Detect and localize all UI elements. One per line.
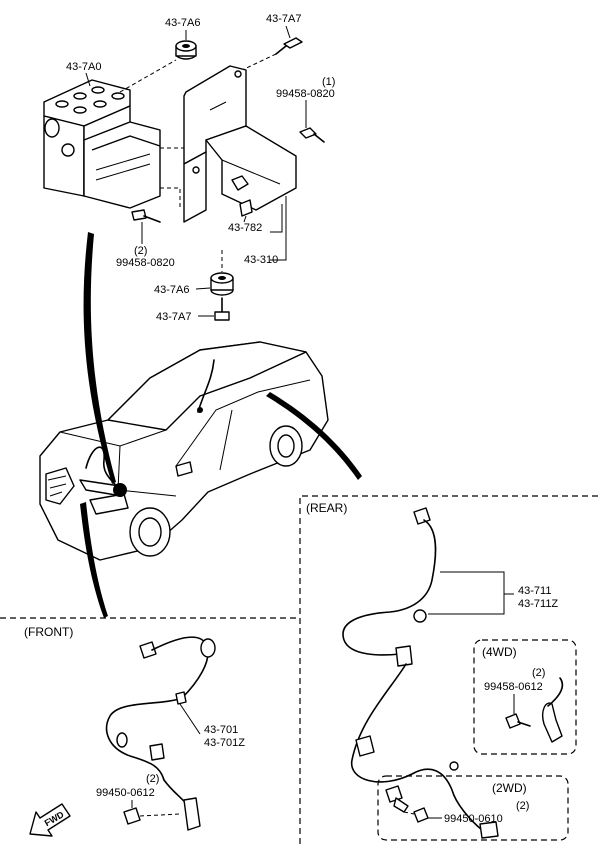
front-bolt — [123, 807, 181, 825]
bolt-2wd — [385, 785, 429, 823]
label-2wd-title: (2WD) — [492, 781, 527, 795]
box-4wd — [473, 639, 577, 755]
callout-sweep-front — [80, 502, 108, 618]
box-2wd — [377, 775, 569, 841]
section-title-front: (FRONT) — [24, 625, 73, 639]
bolt-right — [299, 127, 325, 143]
label-a7-top: 43-7A7 — [266, 13, 301, 25]
front-abs-sensor — [105, 636, 216, 831]
bolt-left — [131, 209, 161, 223]
rear-abs-sensor — [342, 507, 499, 839]
label-bracket: 43-310 — [244, 254, 278, 266]
callout-sweep-top — [83, 232, 116, 484]
label-2wd-bolt-qty: (2) — [516, 800, 529, 812]
grommet-top — [175, 40, 197, 60]
label-bolt-left: 99458-0820 — [116, 257, 175, 269]
rear-section-frame — [299, 495, 602, 844]
label-rear-sensor-b: 43-711Z — [518, 598, 558, 610]
abs-hydraulic-unit — [43, 79, 161, 209]
bolt-top — [275, 37, 303, 55]
label-a7-mid: 43-7A7 — [156, 311, 191, 323]
label-bolt-left-qty: (2) — [134, 245, 147, 257]
label-clip: 43-782 — [228, 222, 262, 234]
bolt-4wd — [505, 677, 564, 743]
forward-direction-arrow: FWD — [29, 803, 71, 837]
bracket — [183, 65, 297, 223]
label-2wd-bolt: 99450-0610 — [444, 813, 503, 825]
label-front-bolt-qty: (2) — [146, 773, 159, 785]
callout-sweep-rear — [266, 392, 362, 480]
label-4wd-title: (4WD) — [482, 645, 517, 659]
bolt-mid — [214, 297, 230, 321]
label-front-sensor-a: 43-701 — [204, 724, 238, 736]
section-title-rear: (REAR) — [306, 501, 347, 515]
label-front-sensor-b: 43-701Z — [204, 737, 245, 749]
label-rear-sensor-a: 43-711 — [518, 585, 551, 597]
label-bolt-top: 99458-0820 — [276, 88, 335, 100]
label-a6-top: 43-7A6 — [165, 17, 200, 29]
grommet-mid — [210, 272, 234, 296]
clip — [239, 199, 253, 217]
label-a6-mid: 43-7A6 — [154, 284, 189, 296]
vehicle-illustration — [39, 341, 329, 561]
label-4wd-bolt-qty: (2) — [532, 667, 545, 679]
label-front-bolt: 99450-0612 — [96, 787, 155, 799]
label-bolt-top-qty: (1) — [322, 76, 335, 88]
label-hu-unit: 43-7A0 — [66, 61, 101, 73]
label-4wd-bolt: 99458-0612 — [484, 681, 543, 693]
